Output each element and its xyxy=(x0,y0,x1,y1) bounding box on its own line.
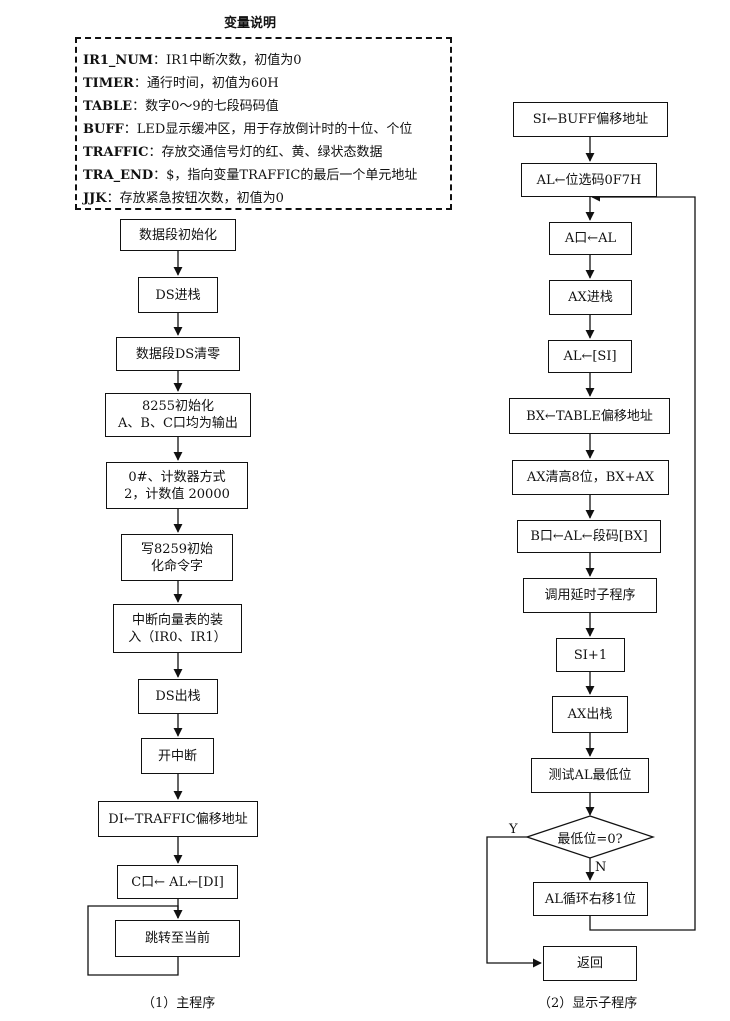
legend-key: TRA_END xyxy=(83,168,154,183)
display-subroutine-caption: （2）显示子程序 xyxy=(538,996,638,1011)
step-text: SI←BUFF偏移地址 xyxy=(532,112,649,127)
step-text: 调用延时子程序 xyxy=(544,588,636,603)
step-text: 数据段初始化 xyxy=(138,227,217,243)
sub-step-ax-pop: AX出栈 xyxy=(552,696,628,733)
step-text: DI←TRAFFIC偏移地址 xyxy=(108,811,248,827)
step-text-line: 中断向量表的装 xyxy=(131,612,223,628)
step-text-line: 入（IR0、IR1） xyxy=(128,629,227,645)
sub-loop-back xyxy=(589,192,696,931)
sub-step-bx-table: BX←TABLE偏移地址 xyxy=(509,398,670,434)
step-text: 数据段DS清零 xyxy=(135,346,221,362)
legend-text: ：数字0～9的七段码码值 xyxy=(132,99,279,114)
legend-line-tra-end: TRA_END：$，指向变量TRAFFIC的最后一个单元地址 xyxy=(83,164,450,187)
legend-text: ：LED显示缓冲区，用于存放倒计时的十位、个位 xyxy=(123,122,413,137)
sub-step-ax-clear-high: AX清高8位，BX+AX xyxy=(512,460,669,495)
main-step-data-seg-init: 数据段初始化 xyxy=(120,219,236,251)
main-step-vector-table: 中断向量表的装入（IR0、IR1） xyxy=(113,604,242,653)
sub-arrow-yes xyxy=(486,836,542,968)
step-text: AL循环右移1位 xyxy=(544,891,637,907)
step-text: AX出栈 xyxy=(567,707,613,722)
step-text-line: 写8259初始 xyxy=(140,541,214,557)
decision-yes-label: Y xyxy=(509,822,518,837)
legend-line-ir1num: IR1_NUM：IR1中断次数，初值为0 xyxy=(83,49,450,72)
main-program-caption: （1）主程序 xyxy=(142,996,216,1011)
legend-key: JJK xyxy=(83,191,107,206)
step-text: AX清高8位，BX+AX xyxy=(526,470,655,485)
step-text-line: 0#、计数器方式 xyxy=(128,469,226,485)
decision-diamond xyxy=(524,815,656,859)
sub-step-port-b-segment: B口←AL←段码[BX] xyxy=(517,520,661,553)
step-text: B口←AL←段码[BX] xyxy=(530,529,648,544)
step-text: AL←位选码0F7H xyxy=(536,172,642,188)
legend-key: BUFF xyxy=(83,122,124,137)
legend-text: ：存放交通信号灯的红、黄、绿状态数据 xyxy=(148,145,383,160)
decision-no-label: N xyxy=(595,860,607,875)
sub-step-al-bitcode: AL←位选码0F7H xyxy=(521,163,657,197)
legend-box: IR1_NUM：IR1中断次数，初值为0 TIMER：通行时间，初值为60H T… xyxy=(75,37,452,210)
main-step-port-c-output: C口← AL←[DI] xyxy=(117,865,238,899)
step-text: 测试AL最低位 xyxy=(548,768,632,783)
step-text: DS出栈 xyxy=(155,689,201,704)
step-text-line: 2，计数值 20000 xyxy=(124,486,230,502)
main-step-enable-int: 开中断 xyxy=(141,738,214,774)
sub-step-test-lsb: 测试AL最低位 xyxy=(531,758,649,793)
step-text: AX进栈 xyxy=(568,290,613,305)
main-self-loop xyxy=(87,905,183,976)
legend-text: ：通行时间，初值为60H xyxy=(133,76,279,91)
legend-line-jjk: JJK：存放紧急按钮次数，初值为0 xyxy=(83,187,450,210)
legend-key: IR1_NUM xyxy=(83,53,154,68)
legend-text: ：IR1中断次数，初值为0 xyxy=(153,53,302,68)
step-text: 开中断 xyxy=(157,748,197,764)
sub-step-si-increment: SI+1 xyxy=(556,638,625,672)
step-text-line: A、B、C口均为输出 xyxy=(118,416,238,431)
legend-line-table: TABLE：数字0～9的七段码码值 xyxy=(83,95,450,118)
step-text: C口← AL←[DI] xyxy=(131,874,224,890)
main-step-8255-init: 8255初始化 A、B、C口均为输出 xyxy=(105,393,251,437)
step-text: 返回 xyxy=(576,956,603,971)
legend-key: TABLE xyxy=(83,99,133,114)
step-text: DS进栈 xyxy=(155,287,201,303)
step-text: 跳转至当前 xyxy=(144,931,210,946)
legend-line-timer: TIMER：通行时间，初值为60H xyxy=(83,72,450,95)
step-text: A口←AL xyxy=(564,231,617,246)
main-step-8259-init: 写8259初始化命令字 xyxy=(121,534,233,581)
sub-step-si-buff: SI←BUFF偏移地址 xyxy=(513,102,668,137)
main-step-ds-clear: 数据段DS清零 xyxy=(116,337,240,371)
legend-key: TRAFFIC xyxy=(83,145,149,160)
decision-text: 最低位=0? xyxy=(557,832,623,847)
step-text-block: 中断向量表的装入（IR0、IR1） xyxy=(128,612,226,646)
sub-step-port-a: A口←AL xyxy=(549,222,632,255)
step-text: AL←[SI] xyxy=(563,349,617,364)
main-step-ds-push: DS进栈 xyxy=(138,277,218,313)
step-text-block: 8255初始化 A、B、C口均为输出 xyxy=(118,398,238,432)
main-step-di-traffic: DI←TRAFFIC偏移地址 xyxy=(98,801,258,837)
legend-text: ：存放紧急按钮次数，初值为0 xyxy=(106,191,284,206)
step-text-block: 写8259初始化命令字 xyxy=(141,541,213,575)
step-text: SI+1 xyxy=(573,647,608,663)
sub-step-call-delay: 调用延时子程序 xyxy=(523,578,657,613)
step-text-line: 8255初始化 xyxy=(141,399,215,414)
sub-step-return: 返回 xyxy=(543,946,637,981)
legend-key: TIMER xyxy=(83,76,134,91)
sub-step-ax-push: AX进栈 xyxy=(549,280,632,315)
legend-text: ：$，指向变量TRAFFIC的最后一个单元地址 xyxy=(153,168,418,183)
main-step-ds-pop: DS出栈 xyxy=(138,679,218,714)
legend-title: 变量说明 xyxy=(224,16,277,31)
sub-step-al-si: AL←[SI] xyxy=(548,340,632,373)
sub-step-rotate-right: AL循环右移1位 xyxy=(533,882,648,916)
step-text: BX←TABLE偏移地址 xyxy=(526,408,653,424)
step-text-line: 化命令字 xyxy=(150,558,203,574)
legend-line-buff: BUFF：LED显示缓冲区，用于存放倒计时的十位、个位 xyxy=(83,118,450,141)
main-step-jump-current: 跳转至当前 xyxy=(115,920,240,957)
legend-line-traffic: TRAFFIC：存放交通信号灯的红、黄、绿状态数据 xyxy=(83,141,450,164)
